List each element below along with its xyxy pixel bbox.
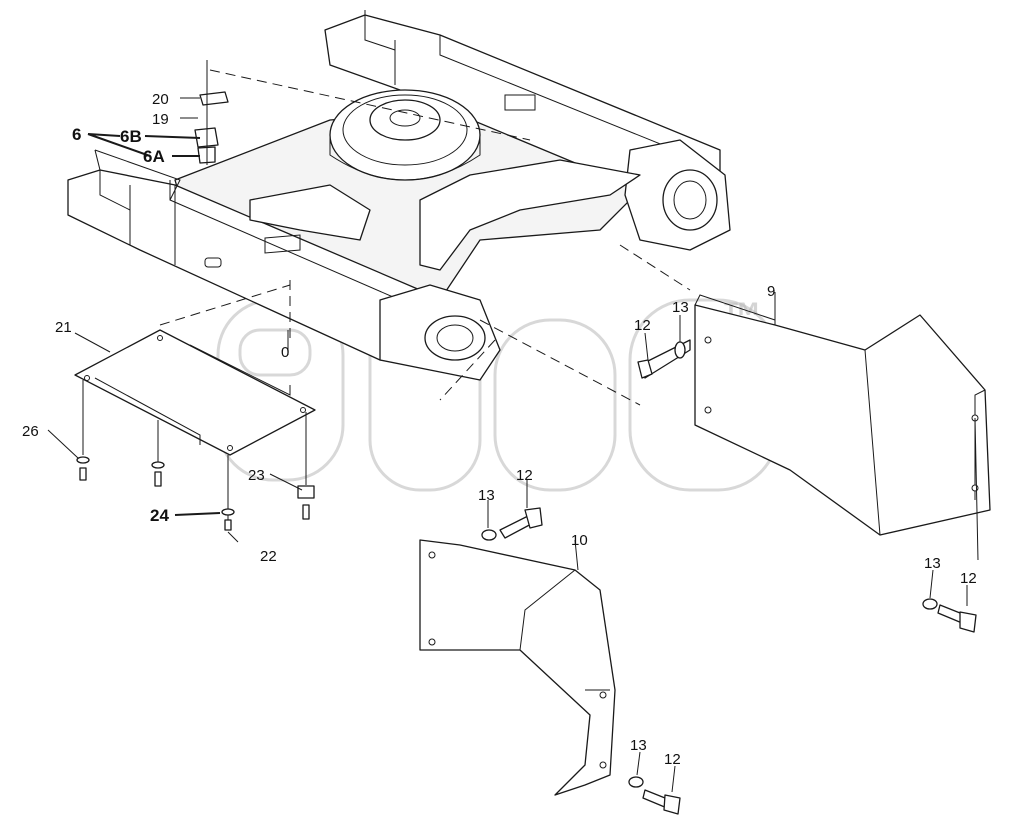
label-10: 10 [571, 532, 588, 549]
label-23: 23 [248, 467, 265, 484]
assembly-centerlines [159, 69, 691, 406]
cover-fasteners [76, 456, 315, 531]
side-cover-right [694, 292, 991, 561]
side-cover-front [419, 539, 616, 796]
label-13-upper: 13 [672, 299, 689, 316]
under-cover-plate [74, 329, 316, 525]
bolt-12-bottom [642, 789, 681, 815]
label-12-mid: 12 [516, 467, 533, 484]
washer-13-mid [481, 529, 497, 541]
label-26: 26 [22, 423, 39, 440]
label-13-mid: 13 [478, 487, 495, 504]
label-22: 22 [260, 548, 277, 565]
callout-labels: 20 19 6 6B 6A 21 0 26 23 24 22 12 13 9 1… [22, 91, 977, 768]
label-13-right: 13 [924, 555, 941, 572]
label-19: 19 [152, 111, 169, 128]
label-21: 21 [55, 319, 72, 336]
bolt-12-mid [499, 507, 543, 539]
label-24: 24 [150, 506, 169, 525]
label-6b: 6B [120, 127, 142, 146]
label-0: 0 [281, 344, 289, 361]
washer-13-upper [674, 341, 686, 359]
label-12-bottom: 12 [664, 751, 681, 768]
label-13-bottom: 13 [630, 737, 647, 754]
label-12-right: 12 [960, 570, 977, 587]
washer-13-right [922, 598, 938, 610]
label-6a: 6A [143, 147, 165, 166]
bolt-12-right [937, 604, 977, 633]
main-frame [67, 10, 731, 381]
label-12-upper: 12 [634, 317, 651, 334]
label-20: 20 [152, 91, 169, 108]
label-9: 9 [767, 283, 775, 300]
label-6: 6 [72, 125, 81, 144]
callout-leaders [47, 97, 968, 793]
washer-13-bottom [628, 776, 644, 788]
